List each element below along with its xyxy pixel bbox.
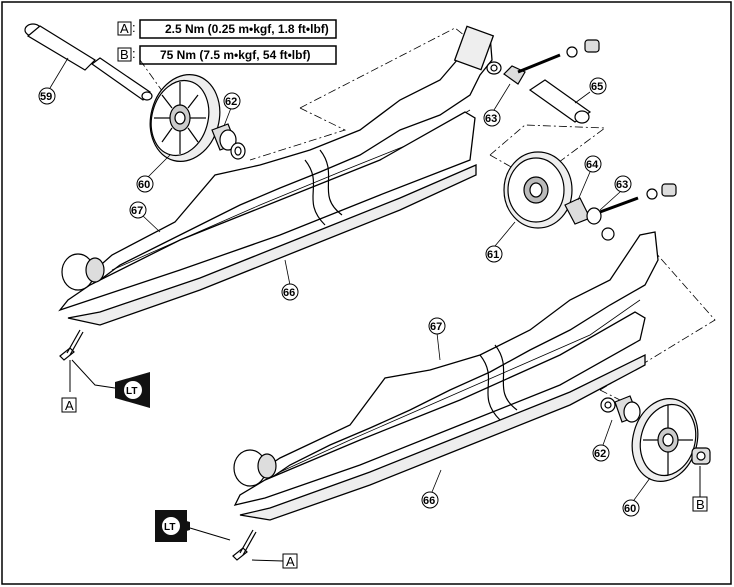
- break-mark-upper: [304, 149, 343, 226]
- spacer-62-lower: [600, 395, 641, 423]
- screw-lower: [232, 529, 257, 561]
- torque-value-a: 2.5 Nm (0.25 m•kgf, 1.8 ft•lbf): [165, 22, 329, 36]
- idler-wheel-60-lower: [631, 397, 699, 483]
- front-roller-lower: [233, 449, 277, 487]
- bolt-assembly-upper: [486, 39, 600, 124]
- part-label-62-upper: 62: [223, 92, 241, 127]
- svg-text:LT: LT: [164, 522, 175, 533]
- svg-text:LT: LT: [126, 386, 137, 397]
- part-label-60-upper: 60: [136, 154, 171, 193]
- part-label-60-lower: 60: [622, 477, 651, 517]
- part-label-66-lower: 66: [421, 469, 442, 509]
- loctite-icon-upper: LT: [115, 372, 150, 408]
- svg-text:63: 63: [616, 179, 628, 191]
- svg-text:63: 63: [485, 113, 497, 125]
- callout-a-upper: A: [61, 397, 77, 413]
- axle-nut-lower: [691, 447, 711, 465]
- part-label-63-middle: 63: [599, 175, 632, 211]
- svg-text:67: 67: [430, 321, 442, 333]
- part-label-67-upper: 67: [129, 201, 161, 233]
- callout-a-lower: A: [251, 553, 298, 569]
- svg-text:B: B: [696, 497, 705, 512]
- screw-upper: [59, 329, 84, 361]
- svg-text:65: 65: [591, 81, 603, 93]
- front-roller-upper: [61, 253, 105, 291]
- svg-text::: :: [132, 46, 136, 61]
- break-mark-lower: [479, 344, 518, 421]
- idler-wheel-60-upper: [149, 73, 221, 163]
- bolt-assembly-middle: [564, 183, 677, 241]
- upper-slider-66: [58, 111, 477, 326]
- lt-leaders: [69, 359, 231, 541]
- svg-text:62: 62: [225, 96, 237, 108]
- part-label-61: 61: [485, 221, 516, 263]
- part-label-66-upper: 66: [281, 259, 299, 301]
- loctite-icon-lower: LT: [155, 510, 190, 542]
- svg-text:A: A: [65, 398, 74, 413]
- torque-value-b: 75 Nm (7.5 m•kgf, 54 ft•lbf): [160, 48, 310, 62]
- part-label-62-lower: 62: [592, 419, 613, 462]
- svg-text:A: A: [286, 554, 295, 569]
- svg-text:64: 64: [586, 159, 599, 171]
- disc-wheel-61: [503, 151, 573, 229]
- svg-text:B: B: [120, 47, 129, 62]
- svg-text:62: 62: [594, 448, 606, 460]
- spacer-62-upper: [211, 123, 246, 160]
- svg-text::: :: [132, 20, 136, 35]
- part-label-67-lower: 67: [428, 317, 446, 361]
- torque-spec-b: B : 75 Nm (7.5 m•kgf, 54 ft•lbf): [117, 45, 337, 65]
- part-label-63-upper: 63: [483, 83, 511, 127]
- svg-text:66: 66: [423, 495, 435, 507]
- svg-text:60: 60: [624, 503, 636, 515]
- svg-text:A: A: [120, 21, 129, 36]
- part-label-64: 64: [577, 155, 602, 201]
- axle-shaft-59: [24, 23, 153, 101]
- svg-text:60: 60: [138, 179, 150, 191]
- lower-slider-66: [233, 311, 646, 521]
- svg-text:67: 67: [131, 205, 143, 217]
- svg-text:61: 61: [487, 249, 499, 261]
- part-label-65: 65: [574, 77, 607, 104]
- lower-slide-rail-67: [261, 231, 659, 481]
- part-label-59: 59: [38, 57, 69, 105]
- callout-b-axle: B: [692, 466, 708, 512]
- svg-text:66: 66: [283, 287, 295, 299]
- torque-spec-a: A : 2.5 Nm (0.25 m•kgf, 1.8 ft•lbf): [117, 19, 337, 39]
- svg-text:59: 59: [40, 91, 52, 103]
